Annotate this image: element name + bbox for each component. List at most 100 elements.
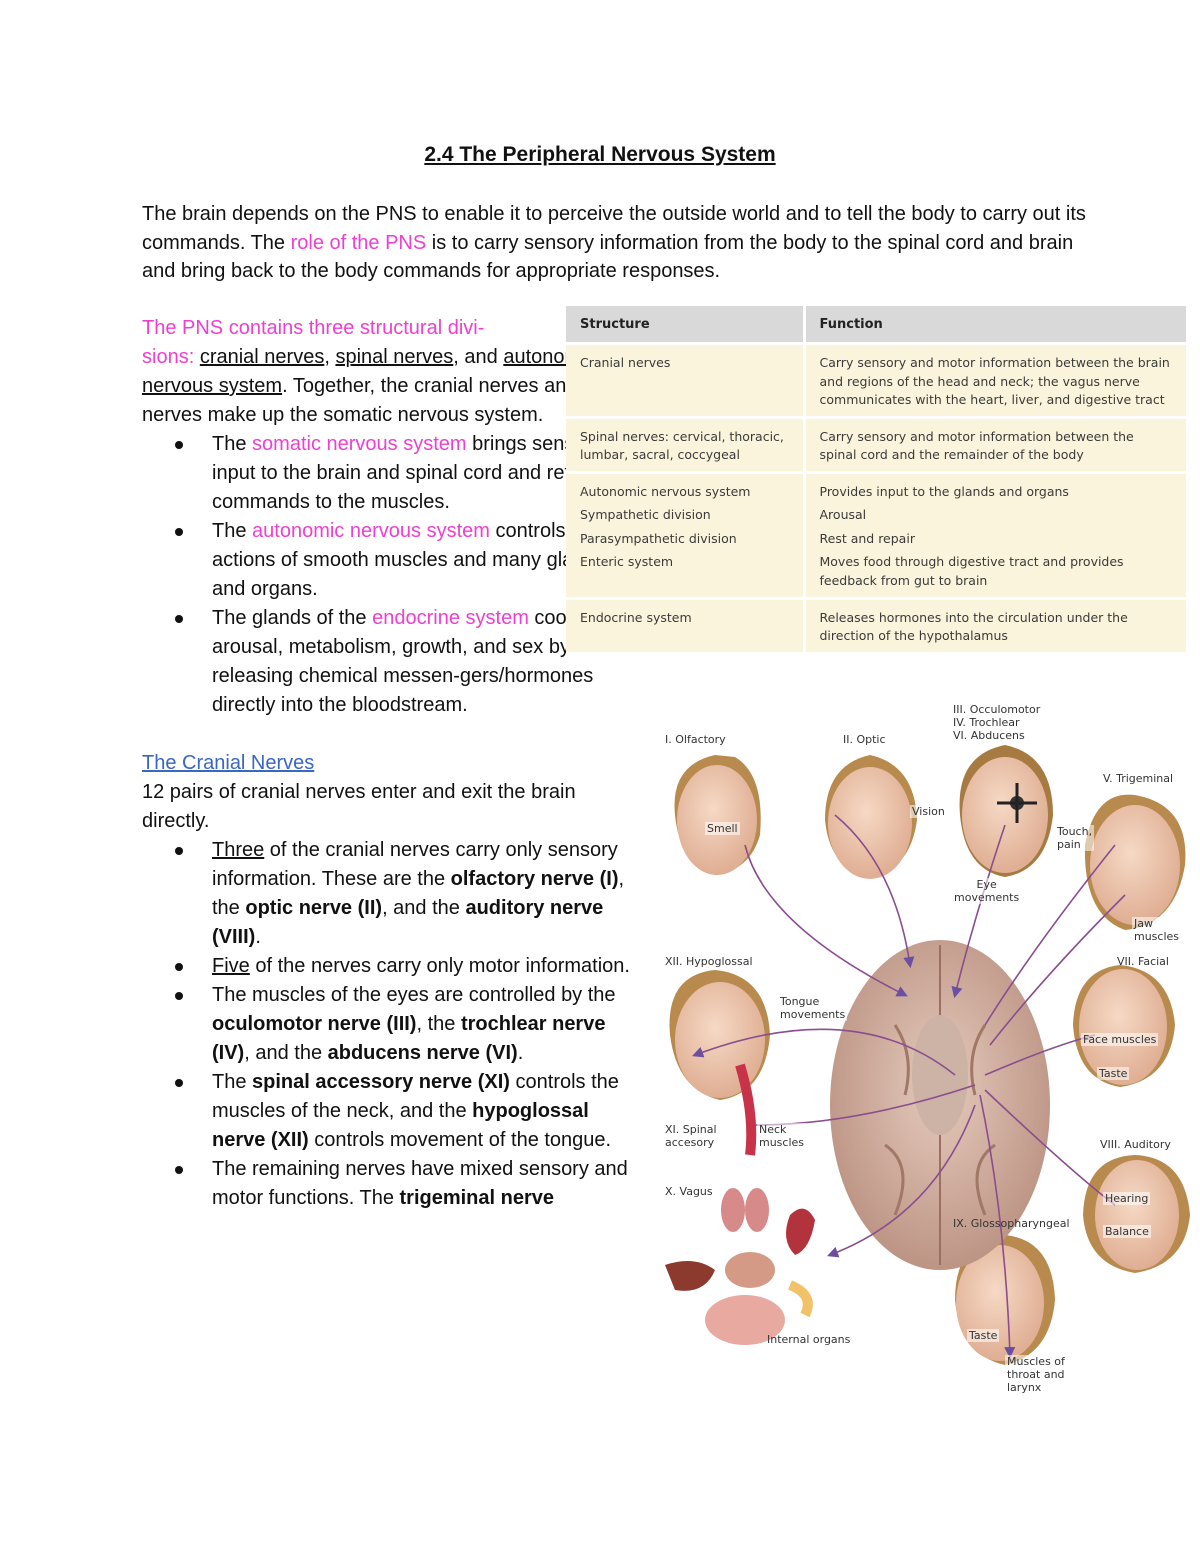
cell-text: Parasympathetic division — [580, 530, 737, 546]
table-cell-structure: Endocrine system — [566, 596, 804, 652]
bullet-term: somatic nervous system — [252, 433, 467, 455]
bullet-text: , the — [416, 1013, 461, 1035]
cell-text: Releases hormones into the circulation u… — [819, 609, 1128, 644]
bullet-text: coordinate arousal, metabolism, growth, … — [212, 607, 628, 716]
bullet-text: controls the muscles of the neck, and th… — [212, 1071, 619, 1122]
list-item: The autonomic nervous system controls th… — [142, 517, 642, 604]
cell-text: Rest and repair — [819, 530, 915, 546]
head-olfactory — [674, 755, 761, 875]
nerve-name: abducens nerve (VI) — [327, 1042, 518, 1064]
divisions-lead: The PNS contains three structural divi- — [142, 317, 485, 339]
bullet-text: The — [212, 1071, 253, 1093]
label-touch-pain: Touch, pain — [1055, 825, 1095, 851]
label-tongue-movements: Tongue movements — [778, 995, 848, 1021]
nerve-path — [827, 1104, 976, 1258]
page-title: 2.4 The Peripheral Nervous System — [424, 143, 776, 166]
bullet-text: . — [517, 1042, 524, 1064]
cell-text: Carry sensory and motor information betw… — [819, 355, 1170, 407]
list-item: Three of the cranial nerves carry only s… — [142, 836, 642, 952]
head-optic — [825, 755, 917, 879]
bullet-text: controls the actions of smooth muscles a… — [212, 520, 606, 600]
nerve-path — [951, 824, 1006, 999]
label-trigeminal: V. Trigeminal — [1103, 772, 1174, 785]
cranial-nerves-figure: I. Olfactory II. Optic III. Occulomotor … — [655, 695, 1200, 1410]
nerve-name: trigeminal nerve — [399, 1187, 555, 1209]
table-cell-function: Carry sensory and motor information betw… — [802, 342, 1186, 418]
bullet-text: , and the — [382, 897, 466, 919]
cranial-intro: 12 pairs of cranial nerves enter and exi… — [142, 781, 576, 832]
head-eye-muscles — [959, 745, 1053, 877]
table-cell-function: Releases hormones into the circulation u… — [802, 596, 1186, 652]
list-item: The remaining nerves have mixed sensory … — [142, 1155, 642, 1213]
term-cranial-nerves: cranial nerves — [199, 346, 325, 368]
label-vision: Vision — [910, 805, 947, 818]
bullet-text: The remaining nerves have mixed sensory … — [212, 1158, 628, 1209]
label-olfactory: I. Olfactory — [665, 733, 726, 746]
label-optic: II. Optic — [843, 733, 886, 746]
label-eye-movements: Eye movements — [952, 878, 1022, 904]
label-glossopharyngeal: IX. Glossopharyngeal — [953, 1217, 1070, 1230]
underlined-word: Five — [212, 955, 250, 977]
label-face-muscles: Face muscles — [1081, 1033, 1159, 1046]
bullet-text: The — [212, 433, 253, 455]
head-trigeminal — [1084, 794, 1186, 930]
table-cell-structure: Spinal nerves: cervical, thoracic, lumba… — [566, 415, 804, 473]
cell-text: Spinal nerves: cervical, thoracic, lumba… — [580, 428, 784, 463]
and-text: , and — [453, 346, 498, 368]
intro-text-1: The brain depends on the PNS to enable i… — [142, 203, 1086, 254]
table-header-structure: Structure — [566, 306, 804, 344]
nerve-path — [989, 894, 1126, 1046]
list-item: The spinal accessory nerve (XI) controls… — [142, 1068, 642, 1155]
bullet-text: . — [255, 926, 261, 948]
label-smell: Smell — [705, 822, 740, 835]
divisions-rest: . Together, the cranial nerves and spina… — [142, 375, 636, 426]
cell-text: Carry sensory and motor information betw… — [819, 428, 1134, 463]
table-row: Spinal nerves: cervical, thoracic, lumba… — [566, 415, 1186, 473]
label-throat-muscles: Muscles of throat and larynx — [1005, 1355, 1067, 1394]
bullet-term: autonomic nervous system — [252, 520, 490, 542]
table-header-row: Structure Function — [566, 306, 1186, 344]
label-jaw-muscles: Jaw muscles — [1132, 917, 1182, 943]
table-cell-function: Provides input to the glands and organs … — [802, 470, 1186, 599]
head-hypoglossal — [669, 970, 770, 1156]
label-taste-glosso: Taste — [967, 1329, 1000, 1342]
head-auditory — [1083, 1155, 1190, 1273]
nerve-path — [692, 1028, 956, 1076]
label-taste-facial: Taste — [1097, 1067, 1130, 1080]
cranial-nerves-illustration — [665, 745, 1190, 1365]
nerve-name: optic nerve (II) — [245, 897, 383, 919]
bullet-term: endocrine system — [372, 607, 529, 629]
nerve-name: spinal accessory nerve (XI) — [252, 1071, 510, 1093]
bullet-text: of the nerves carry only motor informati… — [249, 955, 630, 977]
nerve-path — [984, 844, 1116, 1026]
table-row: Endocrine system Releases hormones into … — [566, 596, 1186, 652]
bullet-text: controls movement of the tongue. — [308, 1129, 612, 1151]
divisions-list: The somatic nervous system brings sensor… — [142, 430, 642, 720]
table-header-function: Function — [802, 306, 1186, 344]
table-cell-structure: Autonomic nervous system Sympathetic div… — [566, 470, 804, 599]
bullet-text: of the cranial nerves carry only sensory… — [212, 839, 618, 890]
nerve-path — [744, 844, 908, 997]
cranial-nerves-heading: The Cranial Nerves — [142, 752, 315, 774]
intro-text-2: is to carry sensory information from the… — [142, 231, 1074, 283]
label-facial: VII. Facial — [1117, 955, 1169, 968]
bullet-text: , and the — [244, 1042, 328, 1064]
head-facial — [1073, 965, 1175, 1087]
label-auditory: VIII. Auditory — [1100, 1138, 1171, 1151]
divisions-lead-2: sions: — [142, 346, 195, 368]
comma: , — [324, 346, 330, 368]
intro-highlight: role of the PNS — [290, 231, 427, 254]
underlined-word: Three — [212, 839, 265, 861]
cell-text: Sympathetic division — [580, 507, 711, 523]
label-neck-muscles: Neck muscles — [757, 1123, 807, 1149]
table-cell-structure: Cranial nerves — [566, 342, 804, 418]
cell-text: Moves food through digestive tract and p… — [819, 554, 1124, 588]
nerve-name: auditory nerve (VIII) — [212, 897, 604, 948]
nerve-path — [834, 814, 915, 969]
label-internal-organs: Internal organs — [767, 1333, 851, 1346]
bullet-text: The muscles of the eyes are controlled b… — [212, 984, 616, 1006]
nerve-name: oculomotor nerve (III) — [212, 1013, 417, 1035]
table-row: Autonomic nervous system Sympathetic div… — [566, 470, 1186, 599]
list-item: Five of the nerves carry only motor info… — [142, 952, 642, 981]
label-hypoglossal: XII. Hypoglossal — [665, 955, 753, 968]
